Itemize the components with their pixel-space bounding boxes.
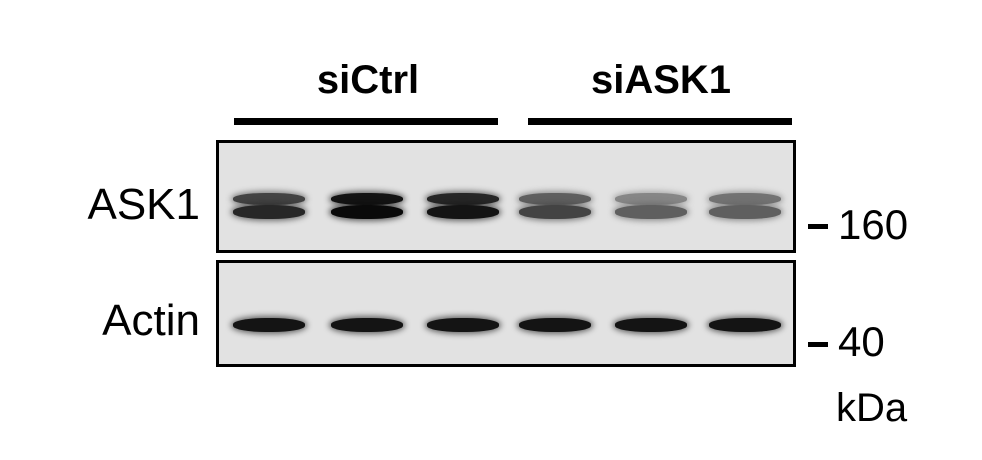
ask1-upper-band-lane-1 (233, 193, 305, 205)
group-label-sictrl: siCtrl (316, 58, 420, 102)
ask1-upper-band-lane-3 (427, 193, 499, 205)
ask1-lower-band-lane-5 (615, 205, 687, 219)
marker-label-160: 160 (838, 201, 909, 248)
actin-band-lane-5 (615, 318, 687, 332)
row-label-actin: Actin (102, 296, 200, 345)
group-bar-sictrl (234, 118, 498, 125)
actin-band-lane-2 (331, 318, 403, 332)
marker-tick-40 (808, 342, 828, 347)
actin-band-lane-1 (233, 318, 305, 332)
group-bar-siask1 (528, 118, 792, 125)
ask1-lower-band-lane-6 (709, 205, 781, 219)
marker-tick-160 (808, 224, 828, 229)
ask1-lower-band-lane-2 (331, 205, 403, 219)
marker-label-40: 40 (838, 318, 885, 365)
row-label-ask1: ASK1 (87, 180, 200, 229)
ask1-lower-band-lane-1 (233, 205, 305, 219)
actin-band-lane-4 (519, 318, 591, 332)
unit-label: kDa (836, 386, 908, 430)
ask1-lower-band-lane-4 (519, 205, 591, 219)
ask1-upper-band-lane-6 (709, 193, 781, 205)
ask1-lower-band-lane-3 (427, 205, 499, 219)
ask1-upper-band-lane-2 (331, 193, 403, 205)
actin-band-lane-6 (709, 318, 781, 332)
actin-band-lane-3 (427, 318, 499, 332)
blot-panel-ask1 (216, 140, 796, 253)
blot-panel-actin (216, 260, 796, 367)
group-label-siask1: siASK1 (590, 58, 732, 102)
ask1-upper-band-lane-4 (519, 193, 591, 205)
ask1-upper-band-lane-5 (615, 193, 687, 205)
